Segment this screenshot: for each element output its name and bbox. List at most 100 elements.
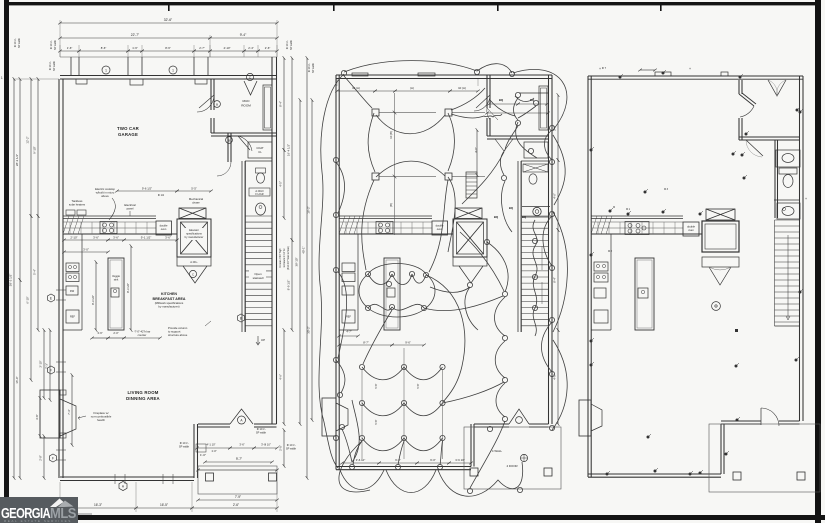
svg-text:5'-5": 5'-5" (191, 186, 197, 190)
svg-text:by manufacturer): by manufacturer) (158, 304, 179, 308)
svg-text:BQ: BQ (522, 215, 527, 219)
svg-text:5'-6": 5'-6" (374, 419, 378, 424)
svg-text:F:LO•R: F:LO•R (255, 193, 263, 196)
svg-text:7'-9": 7'-9" (235, 495, 241, 499)
svg-text:1: 1 (1, 76, 3, 80)
svg-text:double: double (160, 224, 168, 228)
svg-text:16'-5": 16'-5" (160, 503, 168, 507)
svg-text:Electrical: Electrical (124, 203, 136, 207)
svg-text:Mechanical: Mechanical (189, 197, 204, 201)
svg-text:3'-6": 3'-6" (97, 331, 102, 335)
svg-text:sink: sink (114, 277, 119, 281)
svg-text:16'-4 1/2": 16'-4 1/2" (287, 144, 291, 156)
svg-text:3'-6": 3'-6" (35, 414, 39, 419)
svg-text:SP width: SP width (53, 39, 57, 50)
svg-text:oven: oven (161, 228, 167, 231)
svg-text:F: F (50, 368, 52, 372)
svg-text:4'-5": 4'-5" (279, 181, 283, 187)
svg-text:LIVING ROOM: LIVING ROOM (127, 390, 158, 395)
svg-text:Φ 10 ¼: Φ 10 ¼ (287, 443, 296, 447)
svg-text:BREAKFAST AREA: BREAKFAST AREA (152, 297, 185, 301)
svg-text:+: + (689, 67, 691, 71)
svg-text:3'-Φ 10": 3'-Φ 10" (261, 443, 271, 447)
svg-text:2'-10": 2'-10" (70, 236, 77, 240)
svg-text:3'-6 10": 3'-6 10" (356, 458, 365, 462)
svg-text:B: B (228, 138, 230, 142)
svg-text:Fireplace w/: Fireplace w/ (93, 411, 108, 415)
svg-text:9'-1 1/2": 9'-1 1/2" (141, 236, 152, 240)
svg-text:Electric cooktop: Electric cooktop (95, 187, 115, 191)
svg-text:to support: to support (168, 329, 181, 333)
svg-text:3'-10": 3'-10" (39, 360, 43, 367)
svg-text:6'-0": 6'-0" (395, 458, 401, 462)
svg-text:40'-1": 40'-1" (302, 246, 306, 253)
svg-text:8'-6": 8'-6" (101, 46, 107, 50)
svg-text:2'-0": 2'-0" (113, 331, 118, 335)
svg-text:22'-7": 22'-7" (131, 33, 140, 37)
svg-text:Open: Open (254, 272, 262, 276)
svg-text:Φ 2: Φ 2 (608, 250, 613, 253)
svg-text:Φ: Φ (613, 206, 615, 209)
svg-text:F: F (52, 456, 54, 460)
svg-text:MUD: MUD (242, 99, 250, 103)
svg-text:BQ: BQ (509, 206, 514, 210)
svg-text:specifications: specifications (186, 231, 202, 235)
svg-text:3'-6": 3'-6" (93, 236, 99, 240)
svg-text:ROOM: ROOM (241, 104, 251, 108)
svg-text:5'-6": 5'-6" (416, 383, 420, 388)
svg-text:structure above: structure above (168, 333, 188, 337)
svg-text:E: E (50, 296, 52, 300)
svg-text:9'-4": 9'-4" (240, 33, 247, 37)
svg-text:2'-6": 2'-6" (265, 46, 271, 50)
svg-text:2'-0": 2'-0" (279, 445, 283, 451)
svg-text:CL: CL (258, 150, 262, 154)
svg-text:TWO CAR: TWO CAR (117, 126, 140, 131)
svg-text:stairwell: stairwell (253, 276, 264, 280)
svg-text:REF: REF (70, 316, 75, 319)
svg-text:8'-4": 8'-4" (279, 101, 283, 107)
svg-text:8'-4": 8'-4" (553, 277, 557, 283)
svg-text:2'-4": 2'-4" (248, 46, 254, 50)
svg-text:1: 1 (172, 69, 174, 73)
svg-text:1: 1 (105, 69, 107, 73)
svg-text:+: + (599, 67, 601, 71)
svg-text:solar heaters: solar heaters (69, 202, 86, 206)
svg-text:Provide column: Provide column (168, 326, 188, 330)
svg-text:6'-10": 6'-10" (26, 296, 30, 303)
svg-text:(B): (B) (389, 203, 393, 207)
svg-text:SP width: SP width (289, 39, 293, 50)
svg-text:panel: panel (127, 206, 134, 210)
svg-text:SP width: SP width (256, 430, 267, 434)
svg-text:3'-0": 3'-0" (83, 248, 89, 252)
svg-text:(Millwork specifications: (Millwork specifications (155, 301, 184, 305)
svg-text:A: A (240, 419, 243, 423)
svg-text:4 DOOR: 4 DOOR (506, 464, 517, 468)
svg-text:A: A (122, 484, 125, 488)
svg-text:GEORGIA: GEORGIA (1, 506, 51, 522)
svg-text:counter: counter (138, 333, 147, 337)
svg-text:BQ: BQ (530, 98, 535, 102)
svg-text:5'-4": 5'-4" (33, 269, 37, 275)
svg-text:3'-6 10": 3'-6 10" (455, 458, 464, 462)
svg-text:-7'-0"-42"h bar: -7'-0"-42"h bar (134, 330, 151, 334)
svg-text:Φ 10 ¼: Φ 10 ¼ (307, 63, 311, 72)
svg-text:3'-6": 3'-6" (165, 236, 171, 240)
svg-text:6'-0": 6'-0" (430, 458, 436, 462)
svg-text:12'-2": 12'-2" (26, 136, 30, 143)
svg-text:A:JD•-: A:JD•- (190, 260, 198, 264)
svg-text:1'-0": 1'-0" (211, 449, 216, 453)
svg-text:GARAGE: GARAGE (118, 132, 138, 137)
svg-text:4'-6": 4'-6" (279, 374, 283, 380)
svg-text:oven: oven (437, 228, 443, 231)
svg-text:Veggie: Veggie (112, 274, 120, 278)
svg-text:UP: UP (261, 338, 265, 342)
svg-text:Φ 10 ¼: Φ 10 ¼ (48, 61, 52, 70)
svg-text:3'-6": 3'-6" (239, 443, 244, 447)
svg-text:10 (A): 10 (A) (458, 86, 466, 90)
svg-text:7'-3": 7'-3" (45, 363, 49, 369)
svg-text:C: C (249, 76, 252, 80)
svg-text:Φ 7: Φ 7 (602, 66, 607, 70)
svg-text:chase: chase (192, 201, 200, 205)
svg-text:Φ 10 ¼: Φ 10 ¼ (257, 427, 266, 431)
svg-text:C: C (192, 272, 194, 276)
